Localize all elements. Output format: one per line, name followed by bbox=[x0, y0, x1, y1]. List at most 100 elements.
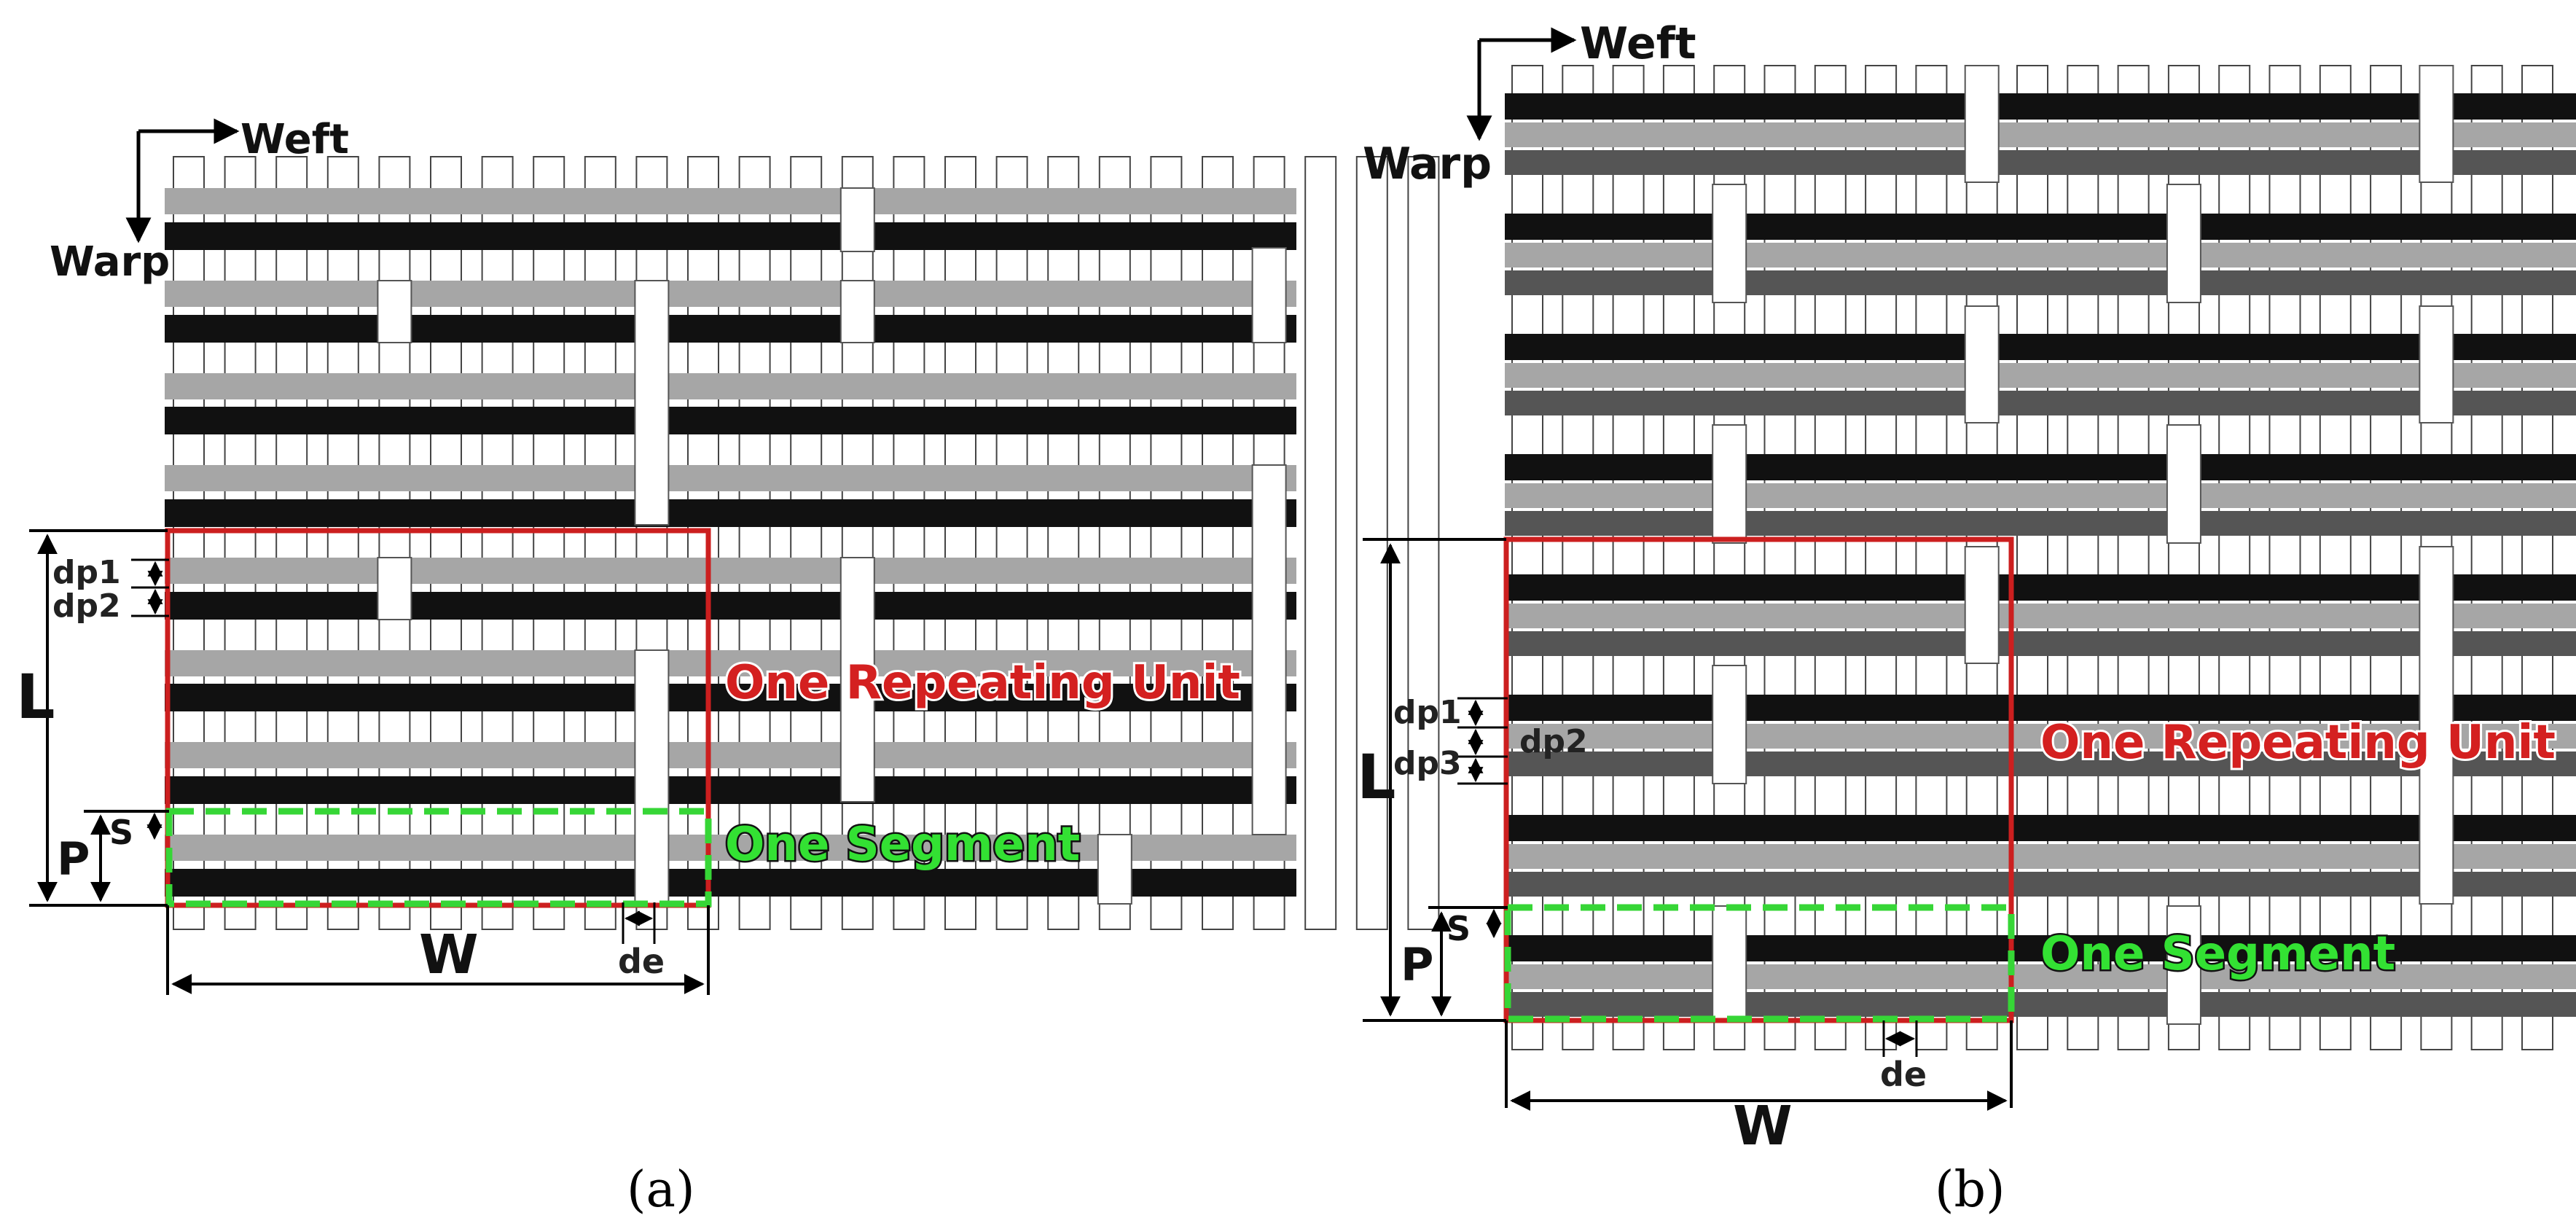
warp-float bbox=[2166, 184, 2201, 303]
warp-yarn bbox=[1202, 156, 1234, 930]
weft-yarn-dark bbox=[165, 407, 1296, 434]
weft-yarn-dark bbox=[165, 592, 1296, 620]
weft-yarn-dark bbox=[1505, 93, 2576, 120]
warp-float bbox=[839, 557, 875, 803]
panel-a-dimension-de bbox=[622, 902, 656, 944]
warp-yarn bbox=[738, 156, 771, 930]
weft-yarn-dark bbox=[165, 222, 1296, 250]
warp-float bbox=[839, 187, 875, 252]
warp-yarn bbox=[995, 156, 1028, 930]
panel-a-caption: (a) bbox=[627, 1161, 695, 1218]
panel-b-w-label: W bbox=[1733, 1095, 1793, 1158]
panel-b-dp2-label: dp2 bbox=[1519, 723, 1588, 760]
warp-float bbox=[1964, 305, 2000, 423]
weft-yarn-light bbox=[165, 465, 1296, 491]
panel-a-s-label: S bbox=[109, 813, 133, 852]
warp-float bbox=[1251, 247, 1287, 343]
warp-float bbox=[1712, 184, 1747, 303]
weft-yarn-dark bbox=[165, 499, 1296, 527]
panel-a-dimension-p bbox=[84, 810, 169, 902]
warp-float bbox=[634, 280, 670, 526]
panel-b-warp-yarns bbox=[1511, 65, 2553, 1050]
weft-yarn-dark bbox=[1505, 935, 2576, 961]
warp-float bbox=[377, 280, 412, 343]
weft-yarn-light bbox=[165, 188, 1296, 214]
warp-yarn bbox=[2067, 65, 2099, 1050]
panel-a: Weft Warp L P S dp1 dp2 bbox=[16, 116, 1440, 1218]
panel-b-caption: (b) bbox=[1935, 1161, 2005, 1218]
warp-yarn bbox=[2268, 65, 2301, 1050]
warp-yarn bbox=[1150, 156, 1183, 930]
warp-yarn bbox=[2016, 65, 2048, 1050]
panel-b-segment-label: One Segment bbox=[2040, 927, 2395, 981]
panel-b-dimension-l bbox=[1363, 538, 1506, 1022]
weft-yarn-dark bbox=[165, 315, 1296, 343]
warp-float bbox=[1712, 424, 1747, 544]
panel-b-warp-label: Warp bbox=[1363, 138, 1492, 190]
weft-yarn-dark bbox=[165, 776, 1296, 804]
weft-yarn-light bbox=[165, 742, 1296, 768]
warp-float bbox=[2419, 65, 2454, 183]
warp-float bbox=[2419, 305, 2454, 423]
weft-yarn-light bbox=[1505, 243, 2576, 268]
panel-a-dimension-l bbox=[29, 529, 168, 907]
weft-yarn-mid bbox=[1505, 150, 2576, 175]
panel-b-l-label: L bbox=[1357, 741, 1396, 813]
weft-yarn-mid bbox=[1505, 270, 2576, 295]
weft-yarn-light bbox=[165, 281, 1296, 307]
panel-b-dimension-p bbox=[1428, 906, 1508, 1017]
panel-b-repeating-unit-box bbox=[1503, 536, 2014, 1023]
weft-yarn-light bbox=[1505, 964, 2576, 989]
panel-a-dp2-label: dp2 bbox=[52, 587, 121, 625]
panel-a-warp-label: Warp bbox=[50, 238, 170, 286]
panel-a-weft-label: Weft bbox=[240, 116, 349, 163]
panel-b-axes bbox=[1466, 27, 1577, 141]
warp-yarn bbox=[1865, 65, 1898, 1050]
panel-b-warp-floats bbox=[1712, 65, 2454, 1025]
panel-a-dp1-label: dp1 bbox=[52, 554, 121, 591]
panel-b-p-label: P bbox=[1401, 938, 1433, 991]
panel-a-p-label: P bbox=[57, 832, 90, 886]
panel-a-warp-floats bbox=[377, 187, 1287, 905]
panel-b-repeating-unit-label: One Repeating Unit bbox=[2040, 716, 2556, 770]
warp-yarn bbox=[2218, 65, 2251, 1050]
panel-b-weft-bands bbox=[1505, 93, 2576, 1017]
warp-float bbox=[839, 280, 875, 343]
warp-yarn bbox=[1407, 156, 1440, 930]
warp-yarn bbox=[2470, 65, 2503, 1050]
panel-a-de-label: de bbox=[618, 942, 665, 981]
warp-float bbox=[377, 557, 412, 620]
panel-a-dimension-w bbox=[166, 905, 710, 995]
warp-float bbox=[1251, 464, 1287, 835]
warp-yarn bbox=[1511, 65, 1543, 1050]
panel-a-repeating-unit-box bbox=[165, 528, 711, 908]
warp-yarn bbox=[893, 156, 925, 930]
warp-yarn bbox=[944, 156, 976, 930]
panel-a-weft-bands bbox=[165, 188, 1296, 897]
warp-yarn bbox=[1612, 65, 1645, 1050]
weft-yarn-light bbox=[1505, 122, 2576, 147]
weft-yarn-mid bbox=[1505, 992, 2576, 1017]
weft-yarn-dark bbox=[1505, 815, 2576, 841]
warp-yarn bbox=[841, 156, 874, 930]
warp-float bbox=[2166, 905, 2201, 1025]
warp-yarn bbox=[1355, 156, 1388, 930]
weft-yarn-dark bbox=[1505, 695, 2576, 721]
warp-yarn bbox=[1662, 65, 1695, 1050]
panel-b-de-label: de bbox=[1880, 1055, 1927, 1094]
panel-b-dimension-de bbox=[1882, 1020, 1918, 1057]
warp-yarn bbox=[1047, 156, 1080, 930]
weft-yarn-mid bbox=[1505, 631, 2576, 656]
weft-yarn-light bbox=[165, 558, 1296, 584]
weft-yarn-mid bbox=[1505, 872, 2576, 897]
warp-yarn bbox=[2319, 65, 2352, 1050]
warp-yarn bbox=[790, 156, 823, 930]
panel-a-dp-markers bbox=[131, 558, 169, 617]
weft-yarn-mid bbox=[1505, 511, 2576, 536]
weft-yarn-mid bbox=[1505, 391, 2576, 415]
panel-b-segment-box bbox=[1504, 904, 2015, 1023]
warp-float bbox=[634, 649, 670, 905]
warp-yarn bbox=[1763, 65, 1796, 1050]
panel-b-dimension-w bbox=[1505, 1020, 2013, 1111]
